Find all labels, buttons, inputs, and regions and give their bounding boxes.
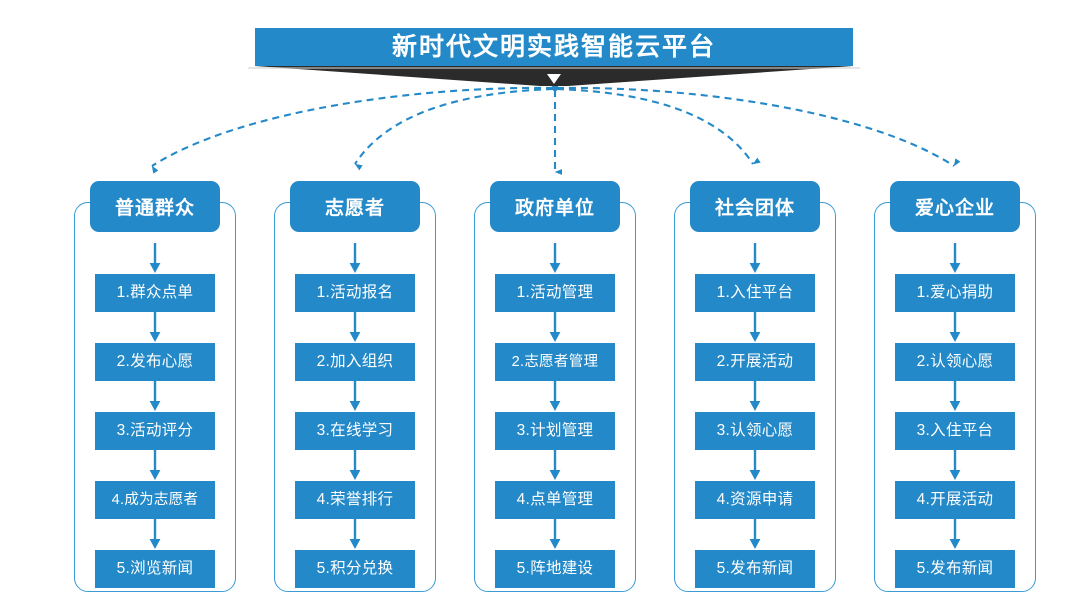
step-arrow-icon [295, 243, 415, 274]
step-item[interactable]: 3.计划管理 [495, 412, 615, 450]
step-item[interactable]: 1.活动管理 [495, 274, 615, 312]
step-arrow-icon [895, 381, 1015, 412]
step-item[interactable]: 3.在线学习 [295, 412, 415, 450]
platform-title-bar: 新时代文明实践智能云平台 [255, 28, 853, 66]
step-arrow-icon [895, 312, 1015, 343]
step-arrow-icon [895, 519, 1015, 550]
step-arrow-icon [95, 381, 215, 412]
chevron-down-icon [547, 74, 561, 84]
step-arrow-icon [695, 450, 815, 481]
step-item[interactable]: 1.活动报名 [295, 274, 415, 312]
step-item[interactable]: 2.发布心愿 [95, 343, 215, 381]
step-arrow-icon [95, 243, 215, 274]
step-item[interactable]: 5.发布新闻 [695, 550, 815, 588]
step-item[interactable]: 2.认领心愿 [895, 343, 1015, 381]
step-arrow-icon [495, 243, 615, 274]
step-arrow-icon [895, 243, 1015, 274]
step-arrow-icon [295, 312, 415, 343]
step-item[interactable]: 5.浏览新闻 [95, 550, 215, 588]
step-item[interactable]: 2.志愿者管理 [495, 343, 615, 381]
step-arrow-icon [695, 312, 815, 343]
step-arrow-icon [95, 519, 215, 550]
step-arrow-icon [95, 450, 215, 481]
step-arrow-icon [495, 519, 615, 550]
step-item[interactable]: 4.资源申请 [695, 481, 815, 519]
page-title: 新时代文明实践智能云平台 [391, 32, 716, 61]
step-item[interactable]: 5.发布新闻 [895, 550, 1015, 588]
step-arrow-icon [695, 243, 815, 274]
step-item[interactable]: 5.积分兑换 [295, 550, 415, 588]
step-arrow-icon [295, 519, 415, 550]
step-item[interactable]: 2.加入组织 [295, 343, 415, 381]
title-ribbon [248, 66, 860, 86]
step-arrow-icon [895, 450, 1015, 481]
step-item[interactable]: 1.爱心捐助 [895, 274, 1015, 312]
step-item[interactable]: 3.入住平台 [895, 412, 1015, 450]
step-arrow-icon [295, 381, 415, 412]
step-arrow-icon [495, 381, 615, 412]
column-header-social-group[interactable]: 社会团体 [690, 181, 820, 232]
column-header-government-unit[interactable]: 政府单位 [490, 181, 620, 232]
step-item[interactable]: 4.点单管理 [495, 481, 615, 519]
step-item[interactable]: 4.成为志愿者 [95, 481, 215, 519]
column-header-charity-enterprise[interactable]: 爱心企业 [890, 181, 1020, 232]
step-arrow-icon [695, 381, 815, 412]
step-item[interactable]: 3.认领心愿 [695, 412, 815, 450]
column-header-volunteer[interactable]: 志愿者 [290, 181, 420, 232]
step-item[interactable]: 3.活动评分 [95, 412, 215, 450]
step-item[interactable]: 5.阵地建设 [495, 550, 615, 588]
step-item[interactable]: 1.入住平台 [695, 274, 815, 312]
step-arrow-icon [295, 450, 415, 481]
step-arrow-icon [95, 312, 215, 343]
step-arrow-icon [695, 519, 815, 550]
step-item[interactable]: 4.开展活动 [895, 481, 1015, 519]
column-header-general-public[interactable]: 普通群众 [90, 181, 220, 232]
step-arrow-icon [495, 312, 615, 343]
step-item[interactable]: 2.开展活动 [695, 343, 815, 381]
step-item[interactable]: 1.群众点单 [95, 274, 215, 312]
step-arrow-icon [495, 450, 615, 481]
step-item[interactable]: 4.荣誉排行 [295, 481, 415, 519]
